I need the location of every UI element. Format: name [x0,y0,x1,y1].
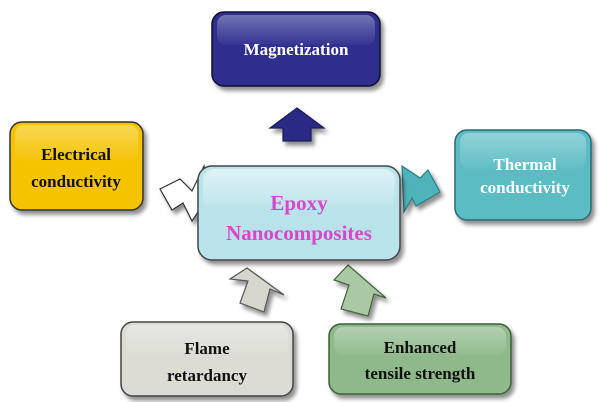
flame-label-line-2: retardancy [167,366,247,385]
flame-label-line-1: Flame [184,339,230,358]
electrical-label-line-1: Electrical [41,145,111,164]
arrow-down-to-tensile [332,264,387,317]
arrow-down-to-flame [228,267,285,313]
arrow-up-to-magnetization [268,107,326,142]
magnetization-label: Magnetization [244,40,349,59]
center-label-line-1: Epoxy [270,191,328,215]
magnetization-node: Magnetization [211,11,381,87]
tensile-label-line-2: tensile strength [365,364,476,383]
thermal-conductivity-node: Thermal conductivity [454,129,592,221]
tensile-strength-node: Enhanced tensile strength [328,323,512,395]
electrical-conductivity-node: Electrical conductivity [9,121,144,211]
arrow-right-to-thermal [401,164,441,215]
flame-retardancy-node: Flame retardancy [120,321,294,397]
tensile-label-line-1: Enhanced [384,338,457,357]
thermal-label-line-2: conductivity [480,178,570,197]
thermal-label-line-1: Thermal [493,155,557,174]
center-label-line-2: Nanocomposites [226,221,372,245]
electrical-label-line-2: conductivity [31,172,121,191]
center-node: Epoxy Nanocomposites [197,165,401,261]
